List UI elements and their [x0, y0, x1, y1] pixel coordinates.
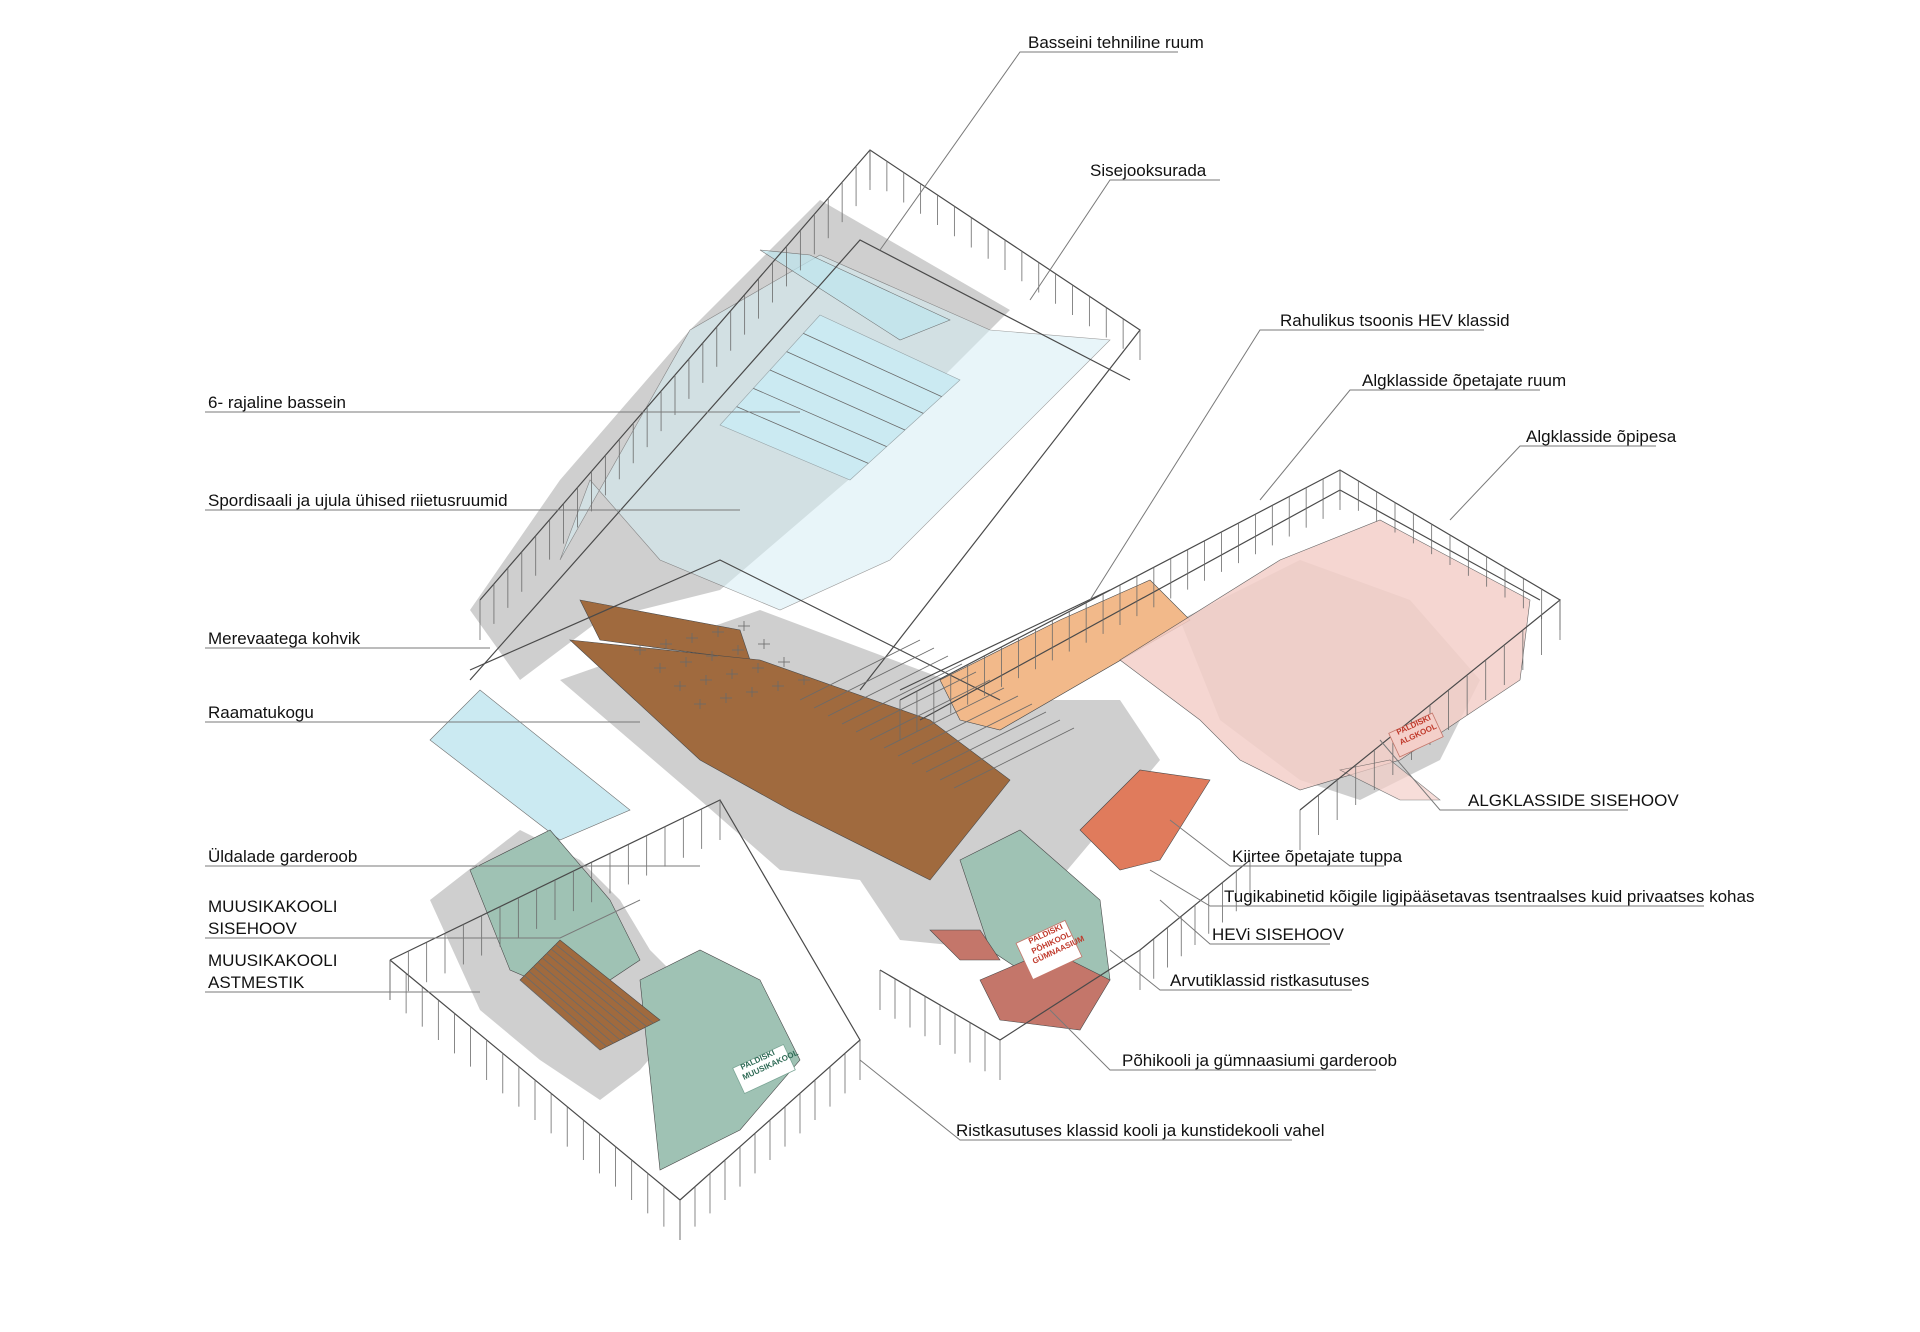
leader-hevi-sisehoov: [1159, 899, 1330, 945]
library-shelves: [799, 639, 1075, 789]
pool-lane-line: [786, 351, 924, 414]
labels: Basseini tehniline ruum Sisejooksurada 6…: [208, 33, 1754, 1140]
leader-algklasside-sisehoov: [1379, 739, 1628, 811]
leader-sisejooks: [1029, 179, 1220, 301]
kiirtee-zone: [1079, 769, 1211, 871]
library-shelf: [953, 727, 1075, 789]
step-line: [541, 957, 634, 1034]
leader-kiirtee: [1169, 819, 1384, 867]
details: [519, 332, 1075, 1051]
label-hev-klassid: Rahulikus tsoonis HEV klassid: [1280, 311, 1510, 330]
label-garderoob: Üldalade garderoob: [208, 847, 357, 866]
cafe-tables: [634, 621, 810, 709]
leader-basseini: [879, 51, 1178, 251]
pool-wing-frame-inner: [469, 239, 1131, 681]
label-raamatukogu: Raamatukogu: [208, 703, 314, 722]
label-rajaline-bassein: 6- rajaline bassein: [208, 393, 346, 412]
cyan-projection: [429, 689, 631, 841]
step-line: [550, 948, 647, 1027]
pool-lanes: [736, 332, 942, 464]
library-shelf: [897, 695, 1019, 757]
library-shelf: [883, 687, 1005, 749]
pool-wing-columns: [479, 150, 1141, 640]
label-tugikabinetid: Tugikabinetid kõigile ligipääsetavas tse…: [1224, 887, 1754, 906]
label-muusika-astmestik-1: MUUSIKAKOOLI: [208, 951, 337, 970]
amphitheater-steps: [519, 944, 654, 1051]
leader-opipesa: [1449, 445, 1656, 521]
label-hevi-sisehoov: HEVi SISEHOOV: [1212, 925, 1345, 944]
label-kiirtee: Kiirtee õpetajate tuppa: [1232, 847, 1403, 866]
library-shelf: [799, 639, 921, 701]
music-wing-columns: [389, 800, 861, 1240]
step-line: [519, 979, 601, 1051]
leader-muusika-sisehoov: [205, 899, 641, 939]
pool-lane-line: [769, 369, 906, 431]
label-riietusruumid: Spordisaali ja ujula ühised riietusruumi…: [208, 491, 508, 510]
step-line: [528, 970, 614, 1044]
algkool-sign: [1388, 712, 1444, 758]
label-kohvik: Merevaatega kohvik: [208, 629, 361, 648]
muusikakool-sign: [732, 1043, 796, 1095]
label-algklasside-sisehoov: ALGKLASSIDE SISEHOOV: [1468, 791, 1679, 810]
label-muusika-astmestik-2: ASTMESTIK: [208, 973, 305, 992]
pool-glass-zone: [559, 254, 1111, 611]
library-shelf: [855, 671, 977, 733]
library-wood: [569, 639, 1011, 881]
leader-pohikool-garderoob: [1049, 1009, 1376, 1071]
label-muusika-sisehoov-2: SISEHOOV: [208, 919, 297, 938]
central-frame: [469, 559, 1001, 701]
pool-tech-room: [759, 249, 951, 341]
label-opetajate-ruum: Algklasside õpetajate ruum: [1362, 371, 1566, 390]
library-shelf: [869, 679, 991, 741]
label-arvutiklassid: Arvutiklassid ristkasutuses: [1170, 971, 1369, 990]
library-shelf: [911, 703, 1033, 765]
leader-ristkasutus: [859, 1059, 1292, 1141]
garderoob-steps: [929, 929, 1001, 961]
step-line: [524, 975, 607, 1047]
leader-opetajate-ruum: [1259, 389, 1540, 501]
library-shelf: [925, 711, 1047, 773]
pohikool-sign: [1015, 919, 1083, 981]
leader-hev: [1089, 329, 1484, 601]
pool-lane-line: [753, 387, 887, 448]
ristkasutus-zone: [639, 949, 801, 1171]
zones: [429, 249, 1531, 1171]
label-ristkasutuses-klassid: Ristkasutuses klassid kooli ja kunstidek…: [956, 1121, 1325, 1140]
library-shelf: [841, 663, 963, 725]
algklassid-projection: [1339, 759, 1441, 801]
label-muusika-sisehoov-1: MUUSIKAKOOLI: [208, 897, 337, 916]
hev-frame: [899, 589, 1111, 691]
structure: [389, 149, 1562, 1240]
step-line: [537, 961, 627, 1037]
label-sisejooksurada: Sisejooksurada: [1090, 161, 1207, 180]
library-shelf: [827, 655, 949, 717]
library-shelf: [813, 647, 935, 709]
pool-lane-line: [803, 332, 942, 398]
pool-lane-line: [736, 406, 869, 464]
label-basseini-tehniline-ruum: Basseini tehniline ruum: [1028, 33, 1204, 52]
step-line: [533, 966, 621, 1041]
leader-arvutiklassid: [1109, 949, 1352, 991]
step-line: [546, 953, 641, 1031]
leader-lines: [205, 51, 1704, 1141]
label-opipesa: Algklasside õpipesa: [1526, 427, 1677, 446]
library-shelf: [939, 719, 1061, 781]
leader-tugikabinetid: [1149, 869, 1704, 907]
step-line: [555, 944, 654, 1024]
central-columns: [879, 860, 1251, 1080]
label-pohikooli-garderoob: Põhikooli ja gümnaasiumi garderoob: [1122, 1051, 1397, 1070]
